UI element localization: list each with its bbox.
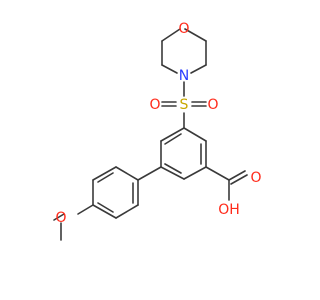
bond bbox=[53, 213, 65, 221]
bond bbox=[161, 28, 181, 42]
methoxyphenyl-ring bbox=[92, 166, 139, 219]
hydroxyl-label: OH bbox=[218, 202, 240, 218]
bond bbox=[164, 163, 182, 174]
molecule-structure-diagram: O N S O O O OH O bbox=[53, 21, 262, 241]
morpholine-nitrogen-label: N bbox=[179, 68, 189, 84]
bond bbox=[92, 166, 117, 181]
bond bbox=[190, 64, 207, 74]
bond bbox=[97, 172, 114, 183]
bond bbox=[115, 166, 139, 181]
bond bbox=[228, 170, 246, 181]
bond bbox=[205, 166, 230, 181]
bond bbox=[184, 28, 207, 42]
sulfonyl-oxygen-left-label: O bbox=[149, 97, 160, 113]
sulfur-label: S bbox=[180, 97, 189, 113]
bond bbox=[160, 127, 185, 142]
methoxy-oxygen-label: O bbox=[55, 210, 66, 226]
morpholine-ring bbox=[161, 28, 207, 74]
bond bbox=[161, 64, 178, 74]
bond bbox=[183, 127, 207, 142]
bond bbox=[77, 204, 94, 215]
carbonyl-oxygen-label: O bbox=[250, 170, 261, 186]
bond bbox=[164, 133, 182, 145]
bond bbox=[92, 204, 117, 219]
central-benzene-ring bbox=[160, 127, 207, 180]
morpholine-oxygen-label: O bbox=[178, 21, 189, 37]
bond bbox=[230, 174, 248, 185]
carboxylic-acid-group bbox=[205, 166, 248, 201]
biaryl-bond bbox=[137, 166, 162, 181]
methoxy-group bbox=[53, 204, 94, 241]
bond bbox=[183, 166, 207, 180]
sulfonyl-group bbox=[161, 81, 207, 129]
bond bbox=[115, 204, 139, 219]
bond bbox=[160, 166, 185, 180]
sulfonyl-oxygen-right-label: O bbox=[207, 97, 218, 113]
bond bbox=[97, 202, 114, 213]
